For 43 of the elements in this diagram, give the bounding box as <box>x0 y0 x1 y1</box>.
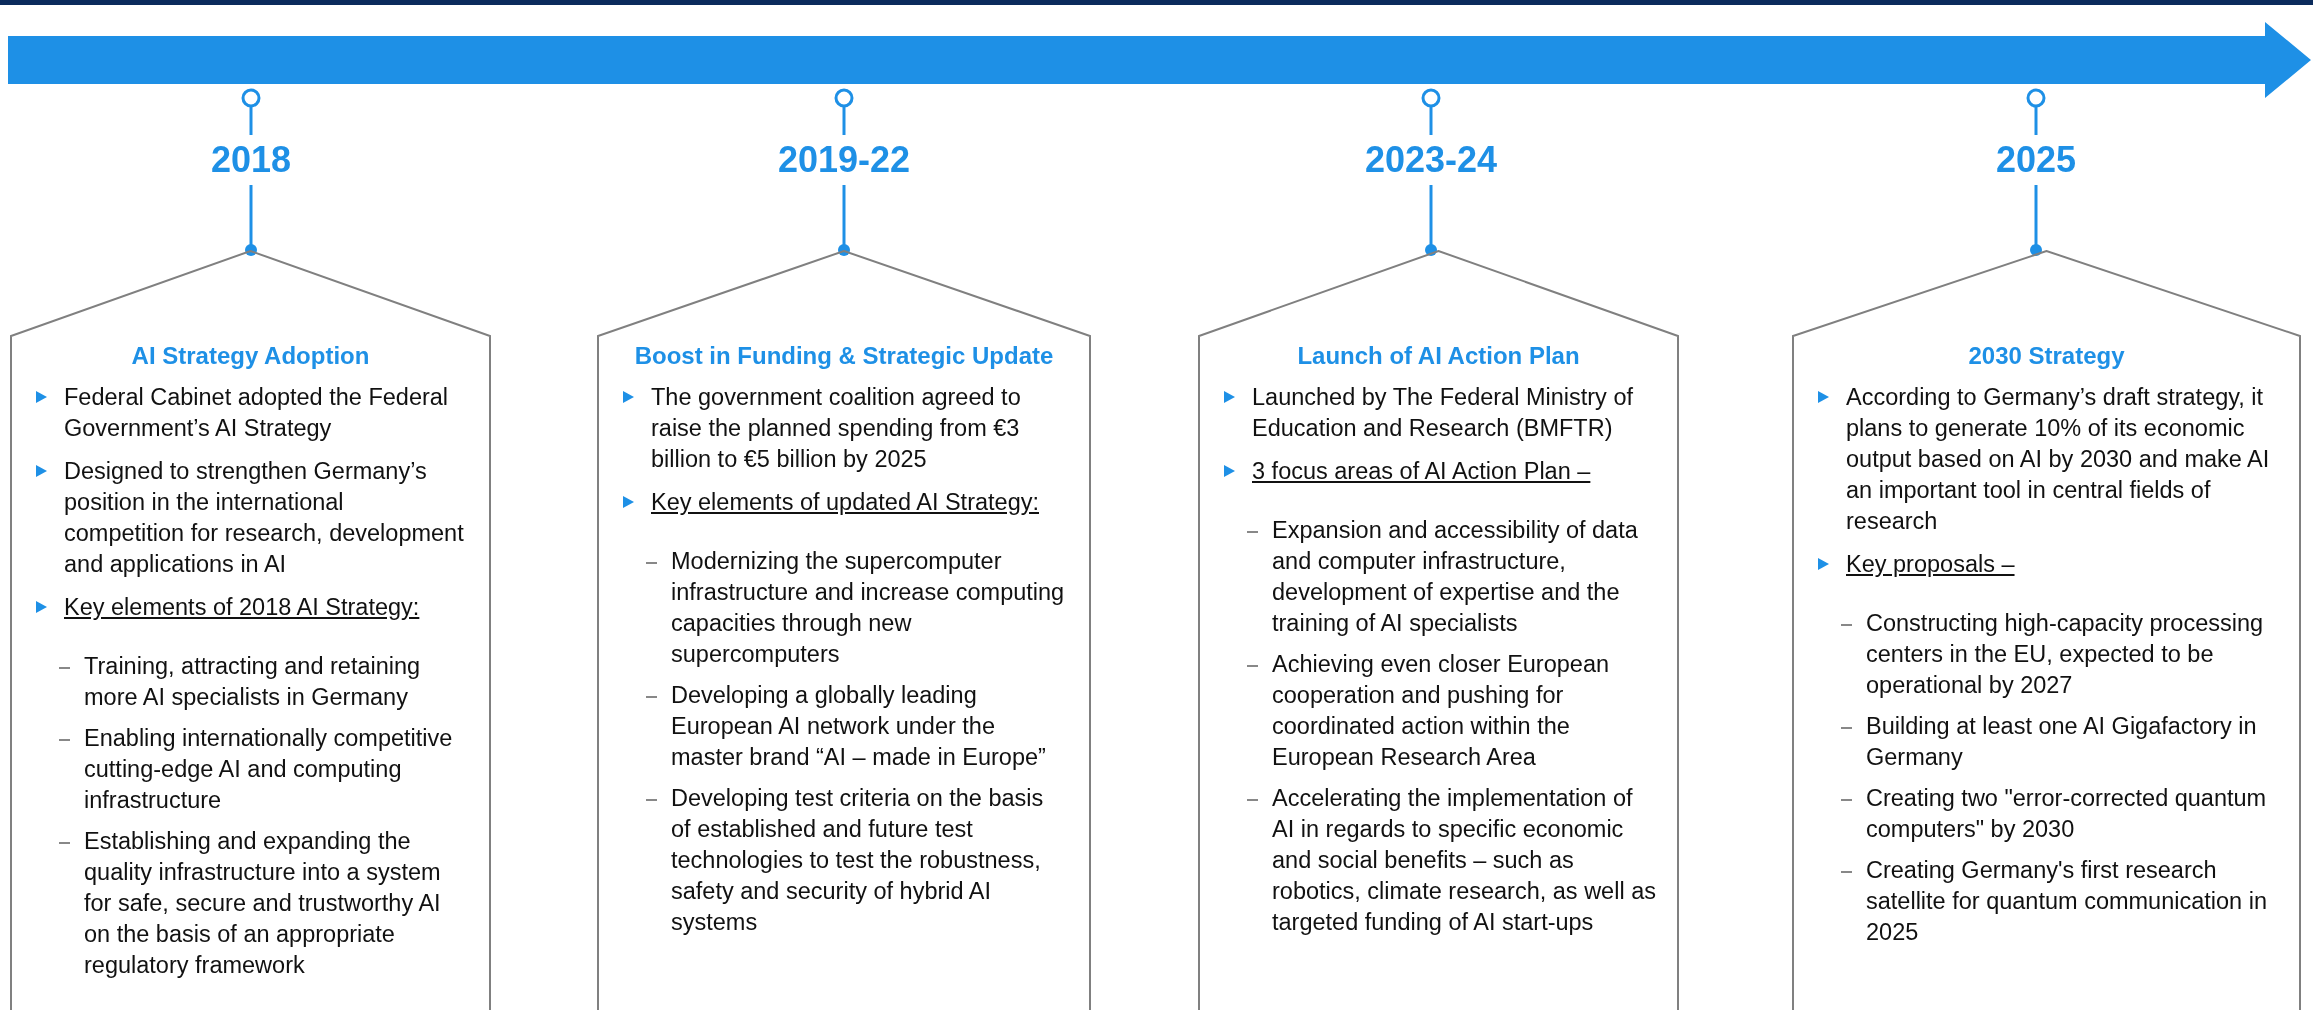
sub-bullet-item: Developing a globally leading European AI network under the master brand “AI – made in Europe” <box>619 680 1069 773</box>
sub-bullet-item: Creating Germany's first research satellite for quantum communication in 2025 <box>1814 855 2279 948</box>
connector-line <box>2026 88 2046 135</box>
connector-line <box>245 185 257 256</box>
year-label: 2018 <box>151 135 351 185</box>
timeline-card <box>597 250 1091 1010</box>
sub-bullet-item: Creating two "error-corrected quantum computers" by 2030 <box>1814 783 2279 845</box>
sub-bullet-item: Constructing high-capacity processing centers in the EU, expected to be operational by 2027 <box>1814 608 2279 701</box>
sub-bullet-item: Expansion and accessibility of data and computer infrastructure, development of expertise and the training of AI specialists <box>1220 515 1657 639</box>
timeline-card <box>1198 250 1679 1010</box>
sub-bullet-item: Developing test criteria on the basis of established and future test technologies to test the robustness, safety and security of hybrid AI systems <box>619 783 1069 938</box>
connector-line <box>1421 88 1441 135</box>
bullet-item: Designed to strengthen Germany’s position in the international competition for research, development and applications in AI <box>32 456 469 580</box>
connector-line <box>2030 185 2042 256</box>
timeline-arrow <box>8 22 2311 98</box>
year-label: 2023-24 <box>1331 135 1531 185</box>
year-label: 2025 <box>1936 135 2136 185</box>
bullet-heading: Key elements of 2018 AI Strategy: <box>32 592 469 623</box>
bullet-item: Launched by The Federal Ministry of Education and Research (BMFTR) <box>1220 382 1657 444</box>
timeline-card <box>1792 250 2301 1010</box>
card-heading: Boost in Funding & Strategic Update <box>633 342 1055 370</box>
bullet-heading: Key proposals – <box>1814 549 2279 580</box>
connector-line <box>838 185 850 256</box>
bullet-item: Federal Cabinet adopted the Federal Government’s AI Strategy <box>32 382 469 444</box>
sub-bullet-item: Building at least one AI Gigafactory in Germany <box>1814 711 2279 773</box>
timeline-card <box>10 250 491 1010</box>
card-heading: 2030 Strategy <box>1967 342 2126 370</box>
connector-line <box>241 88 261 135</box>
connector-line <box>1425 185 1437 256</box>
bullet-item: According to Germany’s draft strategy, it plans to generate 10% of its economic output based on AI by 2030 and make AI an important tool in central fields of research <box>1814 382 2279 537</box>
sub-bullet-item: Modernizing the supercomputer infrastructure and increase computing capacities through new supercomputers <box>619 546 1069 670</box>
bullet-heading: Key elements of updated AI Strategy: <box>619 487 1069 518</box>
bullet-item: The government coalition agreed to raise the planned spending from €3 billion to €5 billion by 2025 <box>619 382 1069 475</box>
connector-line <box>834 88 854 135</box>
bullet-heading: 3 focus areas of AI Action Plan – <box>1220 456 1657 487</box>
sub-bullet-item: Training, attracting and retaining more AI specialists in Germany <box>32 651 469 713</box>
sub-bullet-item: Achieving even closer European cooperation and pushing for coordinated action within the European Research Area <box>1220 649 1657 773</box>
sub-bullet-item: Enabling internationally competitive cutting-edge AI and computing infrastructure <box>32 723 469 816</box>
year-label: 2019-22 <box>744 135 944 185</box>
card-heading: Launch of AI Action Plan <box>1296 342 1581 370</box>
sub-bullet-item: Accelerating the implementation of AI in regards to specific economic and social benefits – such as robotics, climate research, as well as targeted funding of AI start-ups <box>1220 783 1657 938</box>
card-heading: AI Strategy Adoption <box>130 342 371 370</box>
sub-bullet-item: Establishing and expanding the quality infrastructure into a system for safe, secure and trustworthy AI on the basis of an appropriate regulatory framework <box>32 826 469 981</box>
